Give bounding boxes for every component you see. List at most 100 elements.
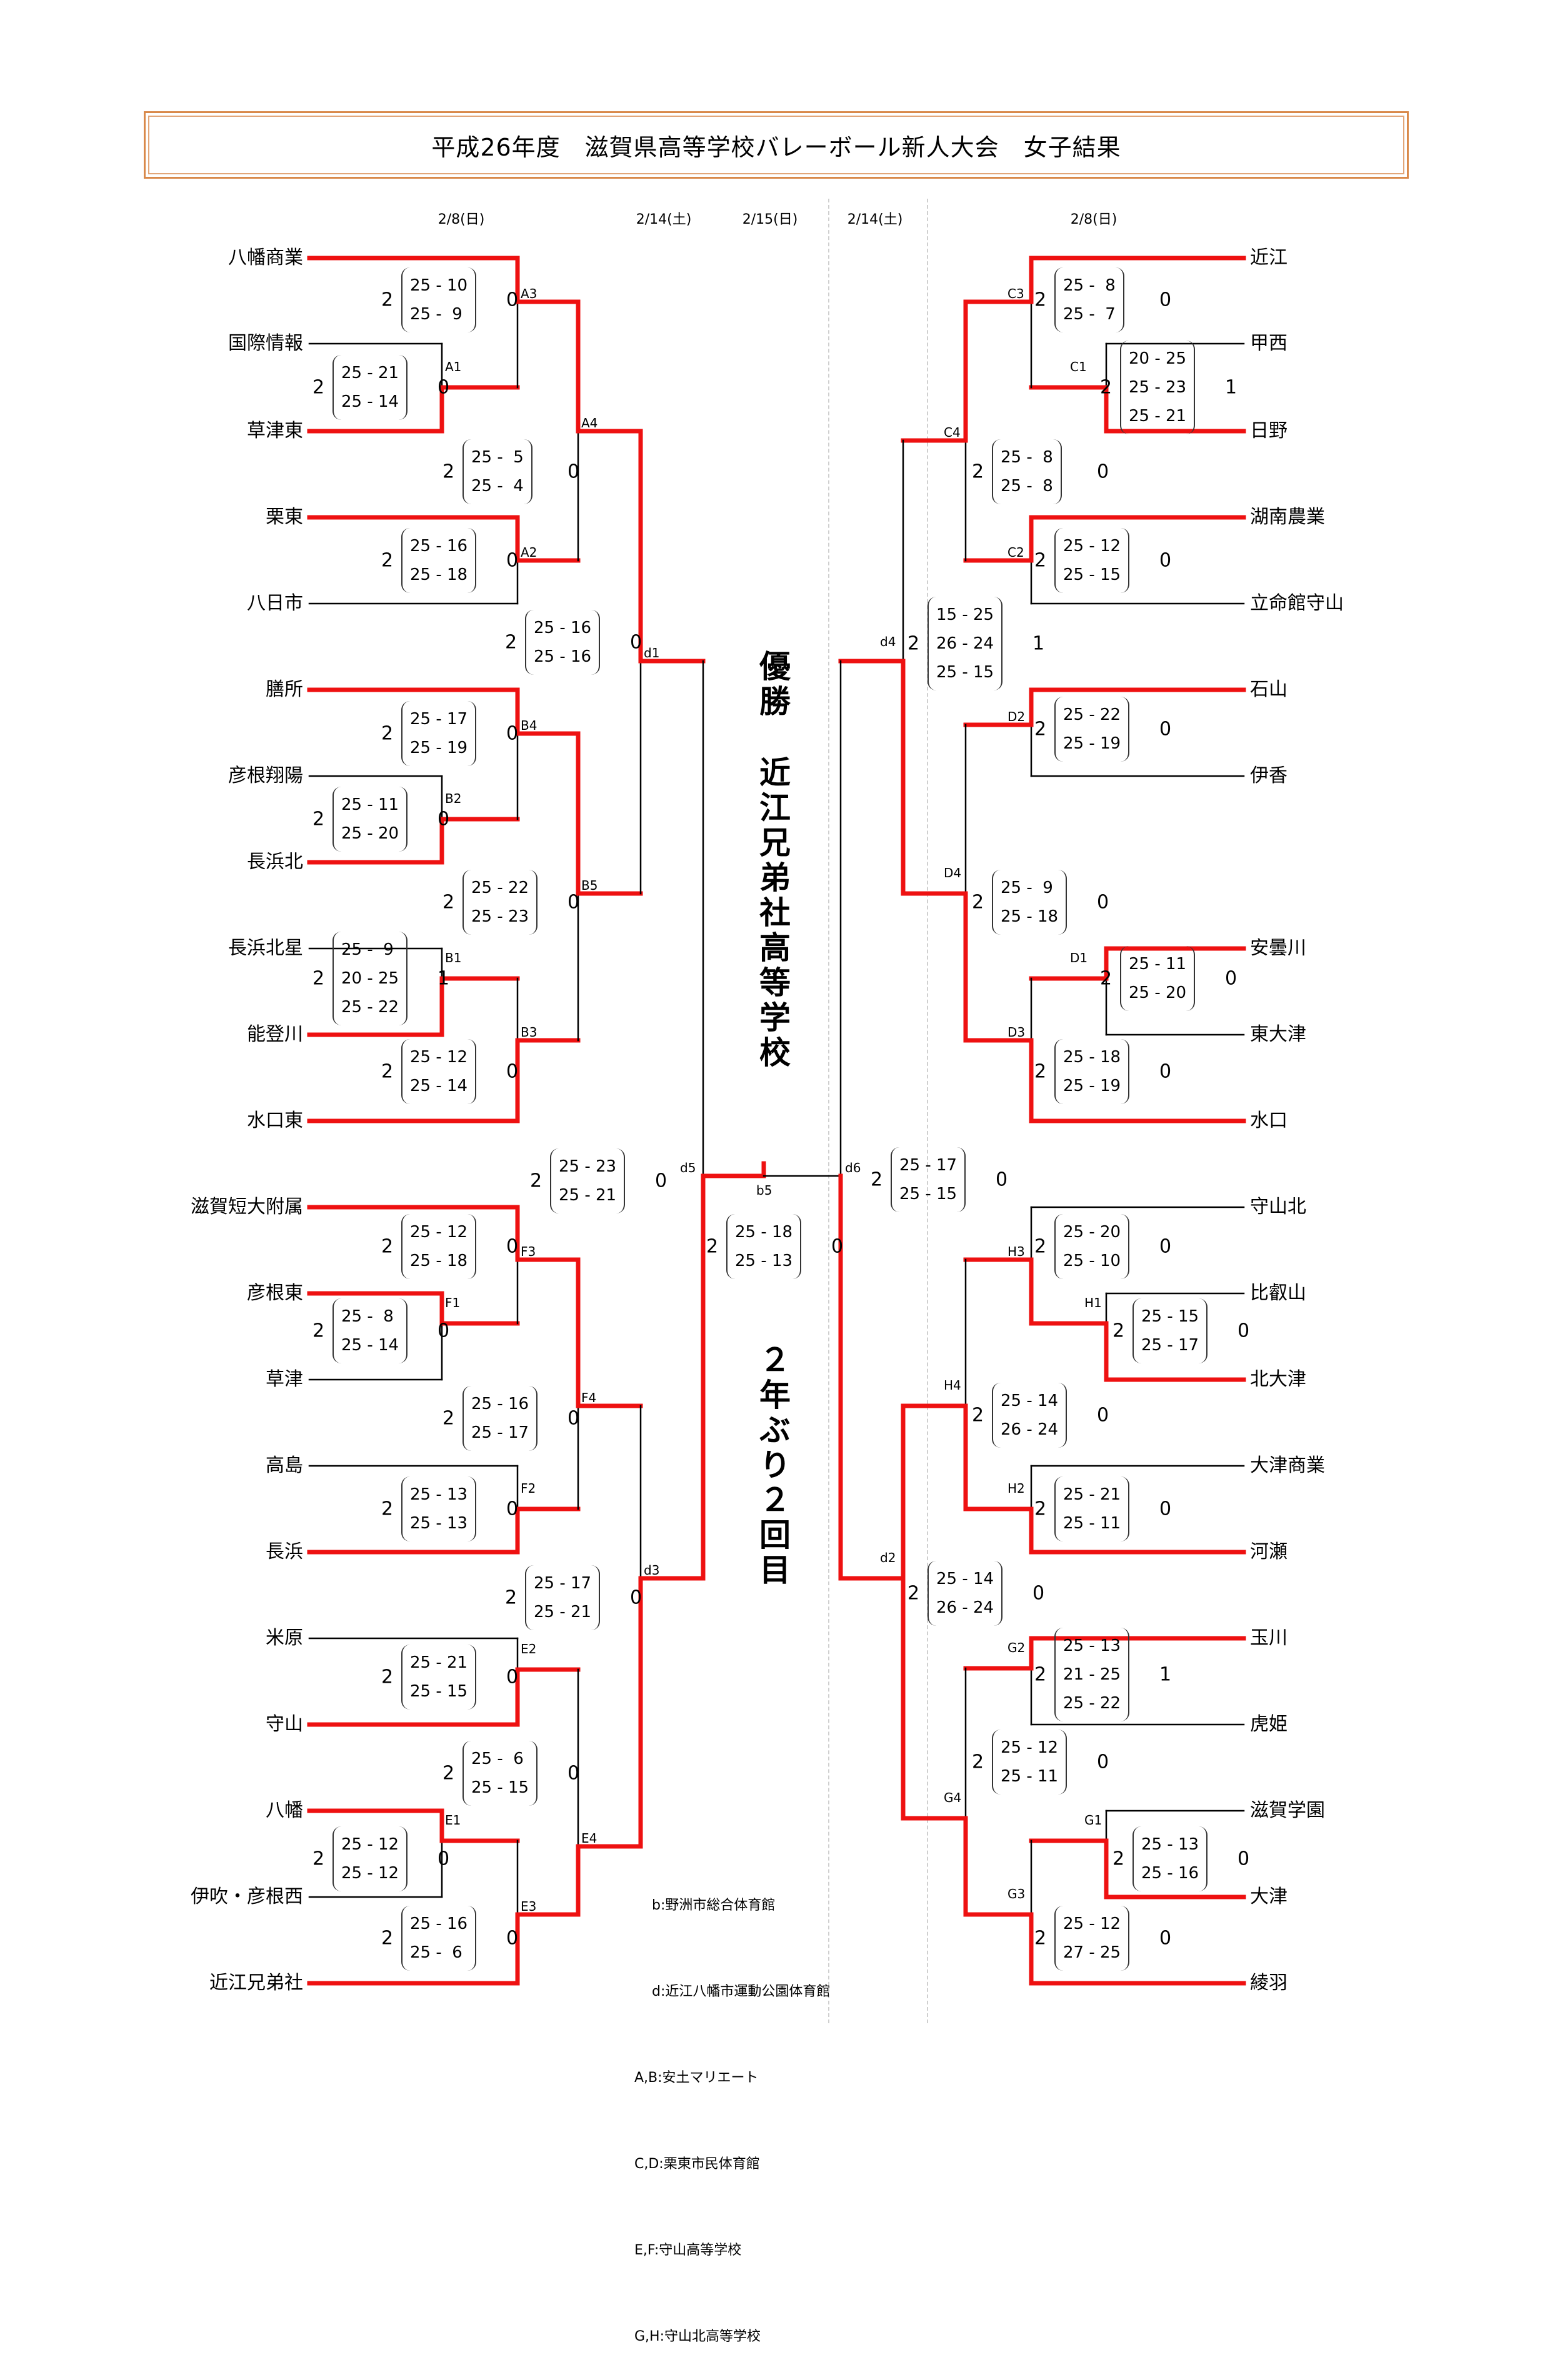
sets-lost: 0 bbox=[568, 1762, 580, 1785]
set-score: 25 - 17 bbox=[534, 1574, 592, 1593]
legend-item: b:野洲市総合体育館 bbox=[634, 1898, 776, 1913]
sets-lost: 0 bbox=[1159, 549, 1172, 572]
team-right: 玉川 bbox=[1250, 1627, 1288, 1649]
sets-won: 2 bbox=[312, 967, 325, 990]
match-code-d1: d1 bbox=[644, 645, 660, 660]
match-code-D2: D2 bbox=[1008, 709, 1026, 724]
set-score: 25 - 15 bbox=[936, 663, 994, 682]
set-score: 25 - 19 bbox=[1063, 734, 1121, 753]
bracket-lines bbox=[307, 256, 1246, 1986]
team-right: 安曇川 bbox=[1250, 937, 1306, 959]
divider-dashed bbox=[927, 199, 928, 2023]
sets-lost: 0 bbox=[630, 1586, 642, 1609]
set-score: 25 - 22 bbox=[471, 879, 529, 897]
team-left: 米原 bbox=[266, 1627, 303, 1649]
set-score: 25 - 12 bbox=[341, 1835, 399, 1854]
sets-won: 2 bbox=[1034, 1235, 1047, 1258]
set-score: 25 - 20 bbox=[341, 824, 399, 843]
team-right: 甲西 bbox=[1250, 332, 1288, 354]
match-code-d4: d4 bbox=[880, 634, 896, 649]
team-right: 比叡山 bbox=[1250, 1282, 1306, 1304]
set-score: 25 - 21 bbox=[559, 1186, 617, 1205]
sets-lost: 0 bbox=[996, 1168, 1008, 1191]
set-scores: 25 - 22 25 - 23 bbox=[462, 870, 538, 935]
team-left: 彦根翔陽 bbox=[228, 765, 303, 787]
set-score: 25 - 22 bbox=[1063, 705, 1121, 724]
set-score: 25 - 21 bbox=[1129, 407, 1187, 426]
team-left: 国際情報 bbox=[228, 332, 303, 354]
set-score: 25 - 12 bbox=[1063, 537, 1121, 555]
sets-won: 2 bbox=[972, 1404, 984, 1427]
sets-won: 2 bbox=[1034, 549, 1047, 572]
sets-won: 2 bbox=[381, 289, 394, 311]
set-score: 20 - 25 bbox=[341, 969, 399, 988]
set-score: 25 - 16 bbox=[534, 647, 592, 666]
set-score: 25 - 13 bbox=[1141, 1835, 1199, 1854]
sets-lost: 0 bbox=[1097, 1404, 1109, 1427]
sets-lost: 0 bbox=[568, 891, 580, 914]
match-code-B1: B1 bbox=[445, 950, 462, 965]
team-right: 東大津 bbox=[1250, 1023, 1306, 1045]
set-score: 25 - 22 bbox=[341, 998, 399, 1017]
match-code-B4: B4 bbox=[521, 718, 538, 733]
sets-lost: 0 bbox=[1159, 1498, 1172, 1520]
match-code-C1: C1 bbox=[1070, 359, 1087, 374]
set-score: 25 - 17 bbox=[471, 1423, 529, 1442]
sets-won: 2 bbox=[1034, 1663, 1047, 1686]
sets-lost: 0 bbox=[506, 289, 519, 311]
set-score: 25 - 18 bbox=[410, 1252, 468, 1270]
match-code-F4: F4 bbox=[581, 1390, 597, 1405]
team-left: 栗東 bbox=[266, 506, 303, 528]
sets-lost: 0 bbox=[506, 1235, 519, 1258]
set-score: 25 - 15 bbox=[410, 1682, 468, 1701]
date-right-round1: 2/8(日) bbox=[1070, 212, 1118, 227]
set-score: 25 - 14 bbox=[341, 1336, 399, 1355]
match-code-E1: E1 bbox=[445, 1813, 461, 1828]
sets-won: 2 bbox=[530, 1170, 542, 1192]
set-score: 20 - 25 bbox=[1129, 349, 1187, 368]
set-score: 25 - 20 bbox=[1063, 1223, 1121, 1242]
set-score: 26 - 24 bbox=[936, 634, 994, 653]
set-score: 21 - 25 bbox=[1063, 1665, 1121, 1684]
sets-won: 2 bbox=[1100, 967, 1112, 990]
match-code-H4: H4 bbox=[944, 1378, 961, 1393]
team-left: 彦根東 bbox=[247, 1282, 303, 1304]
set-score: 25 - 14 bbox=[341, 392, 399, 411]
match-code-B2: B2 bbox=[445, 791, 462, 806]
set-score: 25 - 16 bbox=[410, 537, 468, 555]
set-score: 25 - 21 bbox=[534, 1603, 592, 1621]
set-score: 25 - 16 bbox=[534, 619, 592, 637]
set-score: 25 - 23 bbox=[471, 907, 529, 926]
match-code-G1: G1 bbox=[1084, 1813, 1102, 1828]
sets-lost: 0 bbox=[655, 1170, 668, 1192]
date-right-round3: 2/14(土) bbox=[847, 212, 903, 227]
set-scores: 25 - 22 25 - 19 bbox=[1054, 697, 1130, 762]
sets-won: 2 bbox=[442, 1762, 455, 1785]
